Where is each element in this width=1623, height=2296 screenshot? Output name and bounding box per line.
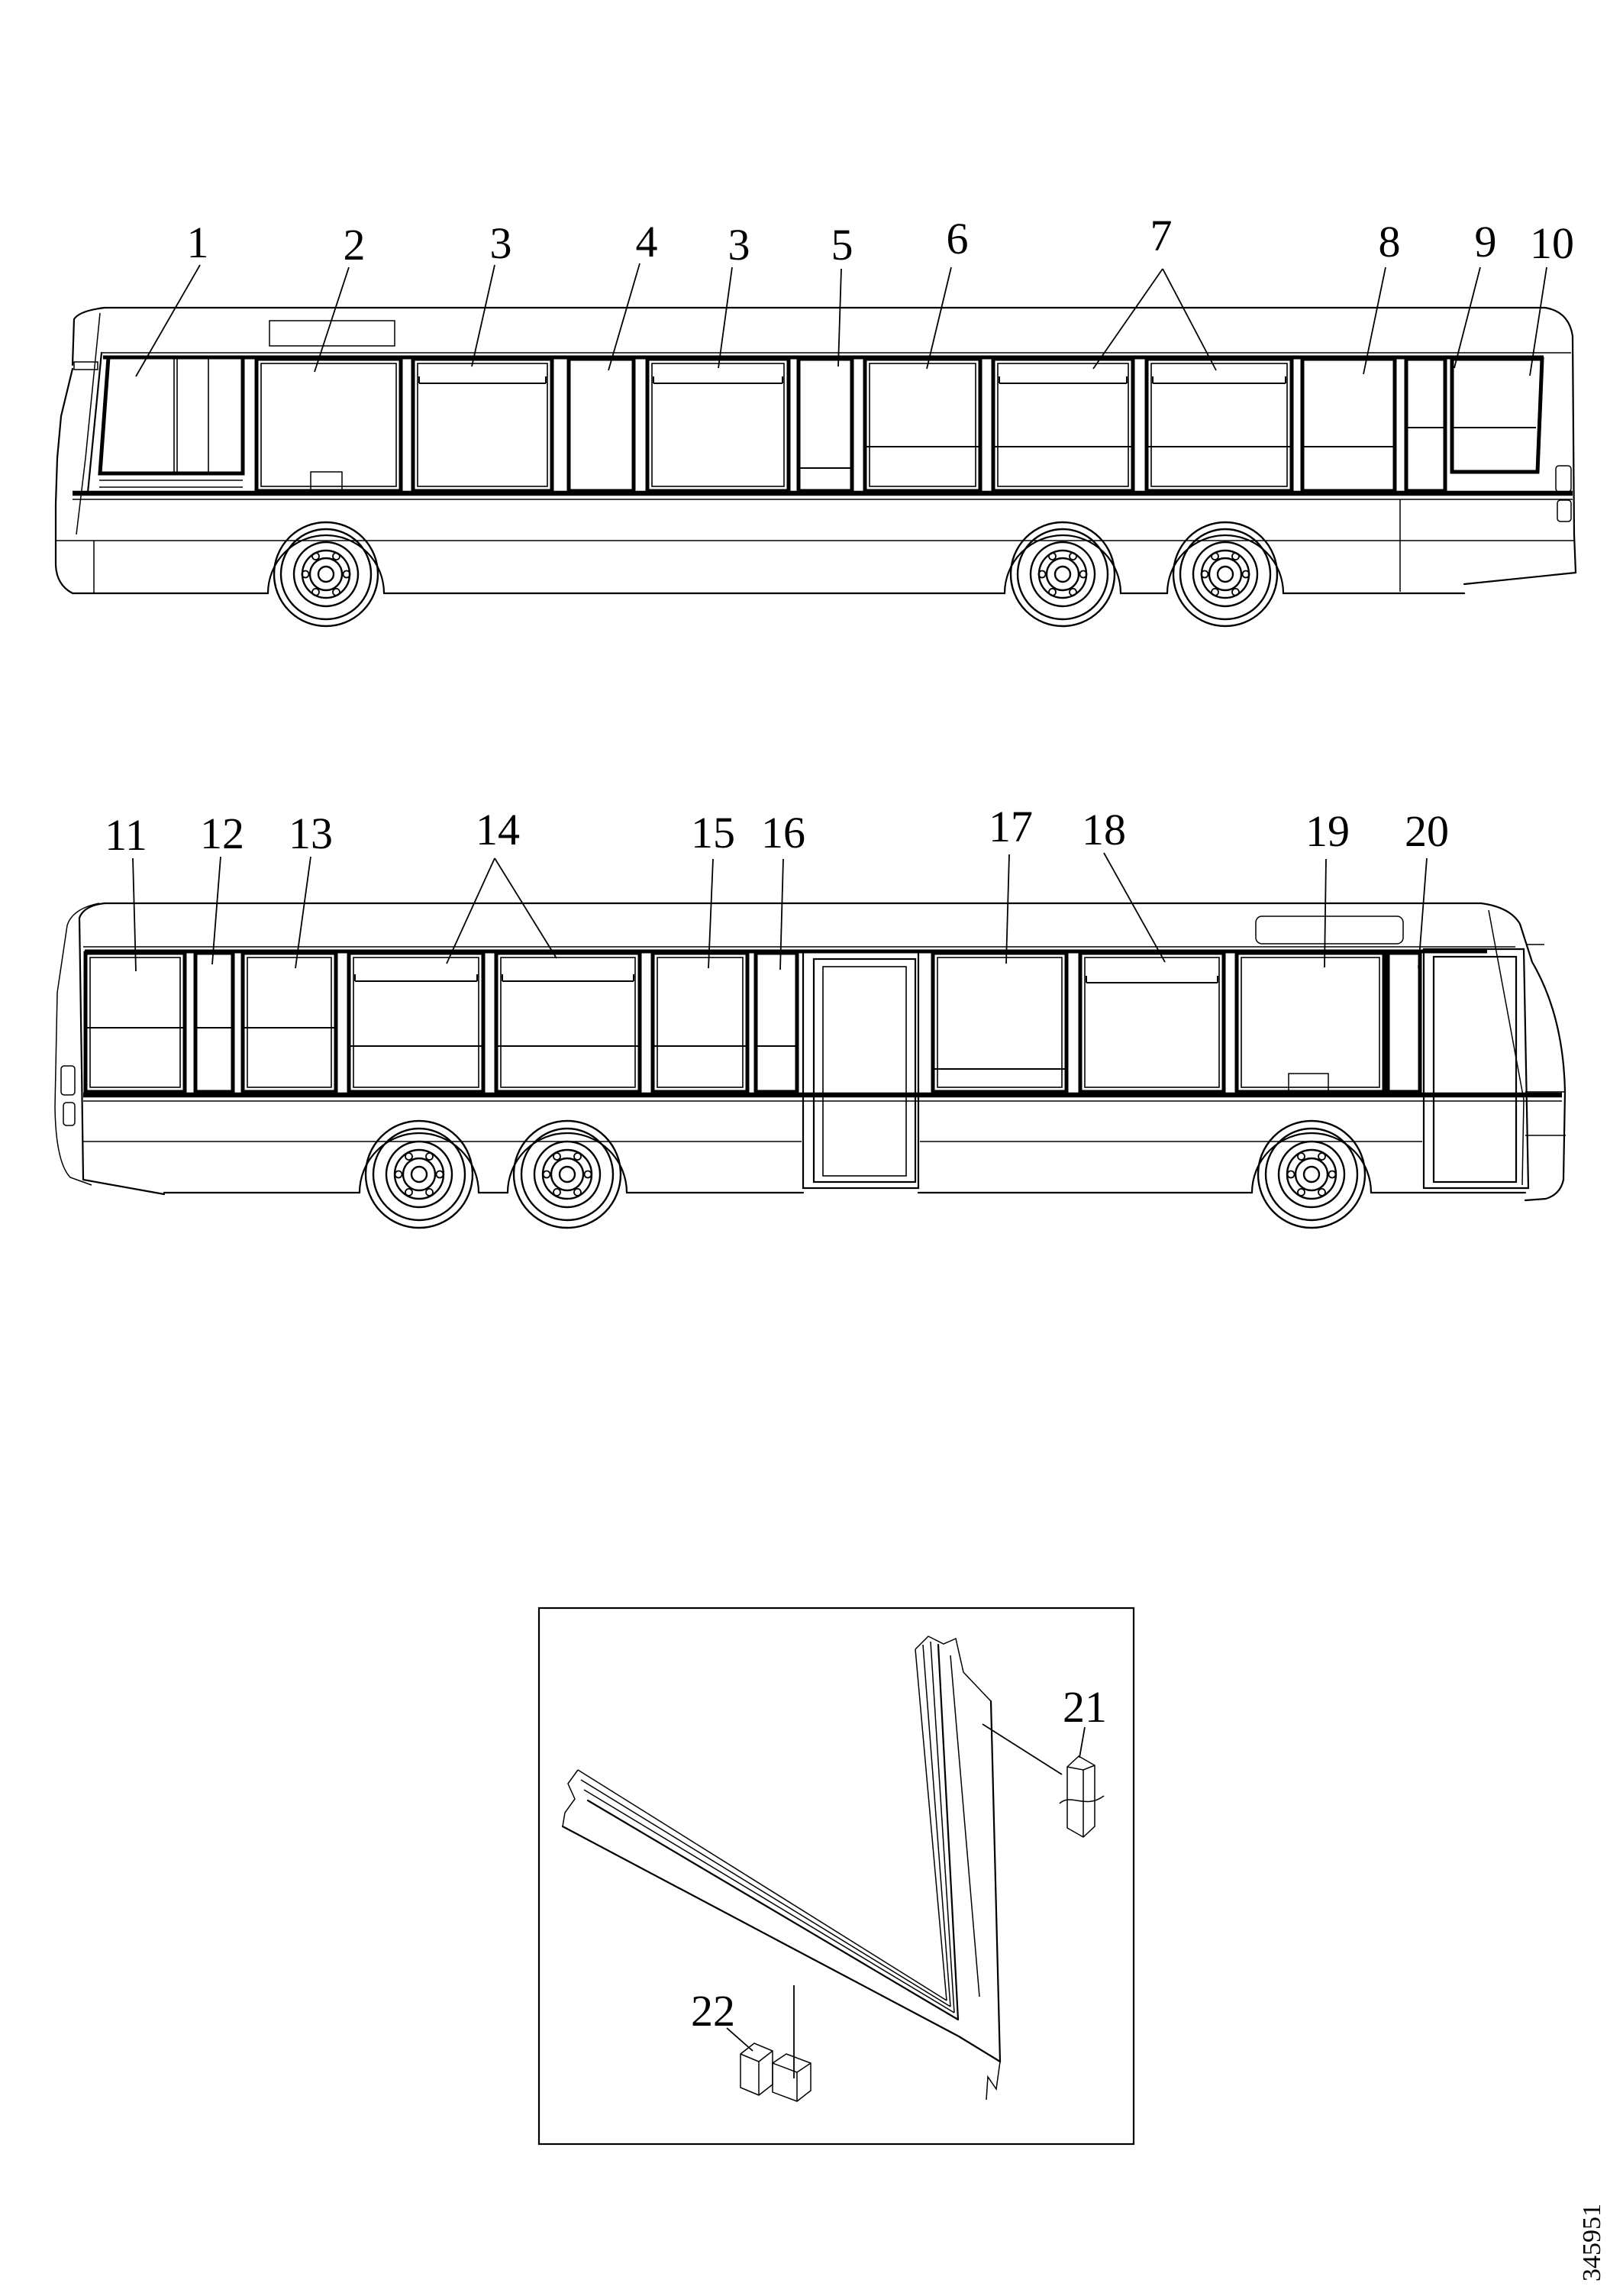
cut-mark <box>1059 1795 1105 1804</box>
window-frame-upright-member <box>915 1636 1002 2101</box>
rear-contour <box>1544 306 1577 574</box>
window-5 <box>796 357 854 493</box>
centre-door <box>802 950 920 1190</box>
window-18 <box>1078 951 1226 1094</box>
window-10-rear-quarter <box>1450 357 1544 474</box>
front-wheel <box>1257 1119 1366 1229</box>
leader-22 <box>726 1985 795 2078</box>
rear-wheel-2 <box>1172 521 1279 628</box>
rear-wheel-2 <box>512 1119 622 1229</box>
front-seams <box>1525 944 1566 1136</box>
front-wheel-arch <box>266 534 386 595</box>
window-15 <box>650 951 750 1094</box>
a-pillar <box>86 351 103 494</box>
windshield-edge <box>76 312 101 535</box>
callout-8: 8 <box>1379 217 1401 266</box>
window-1-driver <box>98 355 245 488</box>
window-2 <box>254 357 403 493</box>
leader-lines-bottom <box>132 852 1428 972</box>
front-door <box>1422 948 1530 1190</box>
window-14a <box>347 951 486 1094</box>
callout-15: 15 <box>691 808 735 857</box>
window-13 <box>240 951 338 1094</box>
window-11 <box>83 951 187 1094</box>
window-4 <box>566 357 636 493</box>
window-14b <box>494 951 642 1094</box>
window-12 <box>193 951 235 1094</box>
leader-lines-top <box>135 263 1547 377</box>
window-17 <box>931 951 1069 1094</box>
part-22-corner-joint <box>740 2043 812 2102</box>
callout-7: 7 <box>1150 211 1173 260</box>
rear-wheel-arch-1 <box>1003 534 1122 595</box>
sill-box <box>310 471 343 492</box>
window-16 <box>753 951 799 1094</box>
callout-19: 19 <box>1305 806 1350 856</box>
front-contour <box>1479 902 1567 1202</box>
callout-16: 16 <box>761 808 805 857</box>
callout-3b: 3 <box>728 220 750 270</box>
window-6 <box>863 357 983 493</box>
windshield-edge <box>1488 909 1525 1186</box>
callout-20: 20 <box>1405 806 1449 856</box>
callout-22: 22 <box>691 1986 735 2036</box>
top-bus-side-view <box>54 306 1577 628</box>
window-frame-lower-member <box>561 1769 1002 2063</box>
callout-labels-top: 1 2 3 4 3 5 6 7 8 9 10 <box>187 211 1575 270</box>
callout-6: 6 <box>947 214 969 263</box>
front-wheel <box>273 521 379 628</box>
inset-border <box>537 1607 1135 2146</box>
leader-21 <box>982 1723 1086 1775</box>
callout-21: 21 <box>1063 1682 1107 1732</box>
rear-wheel-1 <box>1009 521 1116 628</box>
rear-skirt-slant <box>1463 571 1577 586</box>
torn-edge-top <box>915 1636 992 1702</box>
torn-edge-bottom <box>986 2061 1001 2101</box>
tail-lamp <box>60 1065 76 1096</box>
window-7a <box>991 357 1135 493</box>
callout-13: 13 <box>289 809 333 858</box>
rear-outer-contour <box>54 903 100 1186</box>
callout-10: 10 <box>1530 218 1574 268</box>
window-8 <box>1300 357 1397 493</box>
callout-5: 5 <box>831 220 853 270</box>
window-3b <box>645 357 791 493</box>
tail-lamp <box>63 1102 76 1126</box>
callout-4: 4 <box>636 217 658 266</box>
rear-skirt-slant <box>82 1178 166 1196</box>
destination-sign-box <box>269 320 395 347</box>
window-19 <box>1234 951 1386 1094</box>
callout-14: 14 <box>476 805 520 854</box>
callout-17: 17 <box>989 802 1033 851</box>
callout-2: 2 <box>344 220 366 270</box>
sill-box <box>1288 1073 1329 1094</box>
part-21-seal-section <box>1059 1755 1105 1838</box>
bottom-bus-side-view <box>54 902 1567 1229</box>
window-20 <box>1386 951 1422 1094</box>
rear-face <box>78 902 106 1181</box>
tail-lamp <box>1557 499 1572 522</box>
rear-wheel-1 <box>364 1119 474 1229</box>
callout-18: 18 <box>1082 805 1126 854</box>
destination-sign-box <box>1255 915 1404 945</box>
detail-inset: 21 22 <box>537 1607 1135 2146</box>
front-contour <box>54 306 106 595</box>
callout-3: 3 <box>490 218 512 268</box>
window-3a <box>411 357 554 493</box>
figure-number: 345951 <box>1578 2204 1606 2281</box>
torn-edge <box>562 1769 579 1827</box>
callout-12: 12 <box>200 809 244 858</box>
callout-11: 11 <box>105 810 147 860</box>
window-7b <box>1144 357 1294 493</box>
callout-9: 9 <box>1475 217 1497 266</box>
callout-1: 1 <box>187 218 209 267</box>
tail-lamp <box>1555 465 1572 492</box>
front-marker-lamp <box>73 361 98 370</box>
window-9 <box>1404 357 1447 493</box>
rear-wheel-arch-2 <box>1166 534 1285 595</box>
callout-labels-bottom: 11 12 13 14 15 16 17 18 19 20 <box>105 802 1449 860</box>
